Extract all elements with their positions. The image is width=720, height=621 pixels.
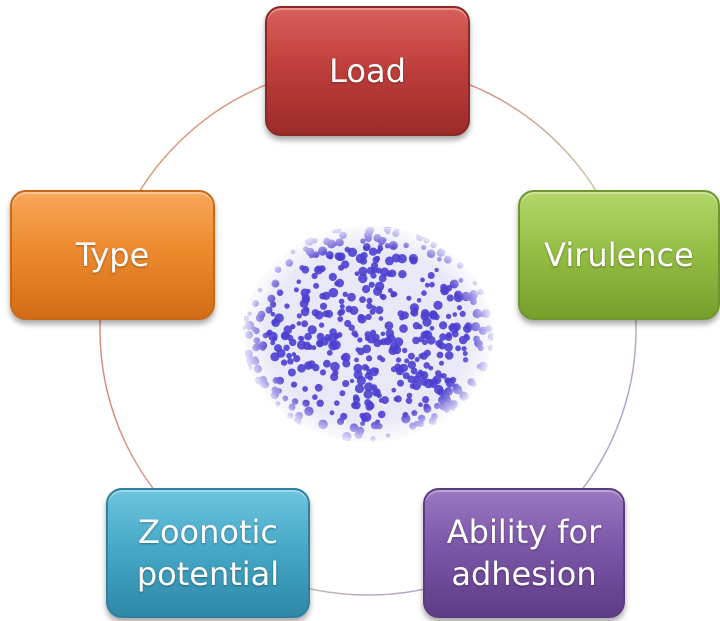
zoonotic-potential-box: Zoonotic potential <box>106 488 310 618</box>
ability-for-adhesion-label: Ability for adhesion <box>446 513 602 593</box>
type-box: Type <box>10 190 215 320</box>
virulence-box: Virulence <box>518 190 720 320</box>
bacteria-micrograph <box>243 226 493 442</box>
zoonotic-potential-label: Zoonotic potential <box>136 513 280 593</box>
load-label: Load <box>329 52 406 90</box>
virulence-label: Virulence <box>544 236 694 274</box>
ability-for-adhesion-box: Ability for adhesion <box>423 488 625 618</box>
type-label: Type <box>75 236 150 274</box>
load-box: Load <box>265 6 470 136</box>
